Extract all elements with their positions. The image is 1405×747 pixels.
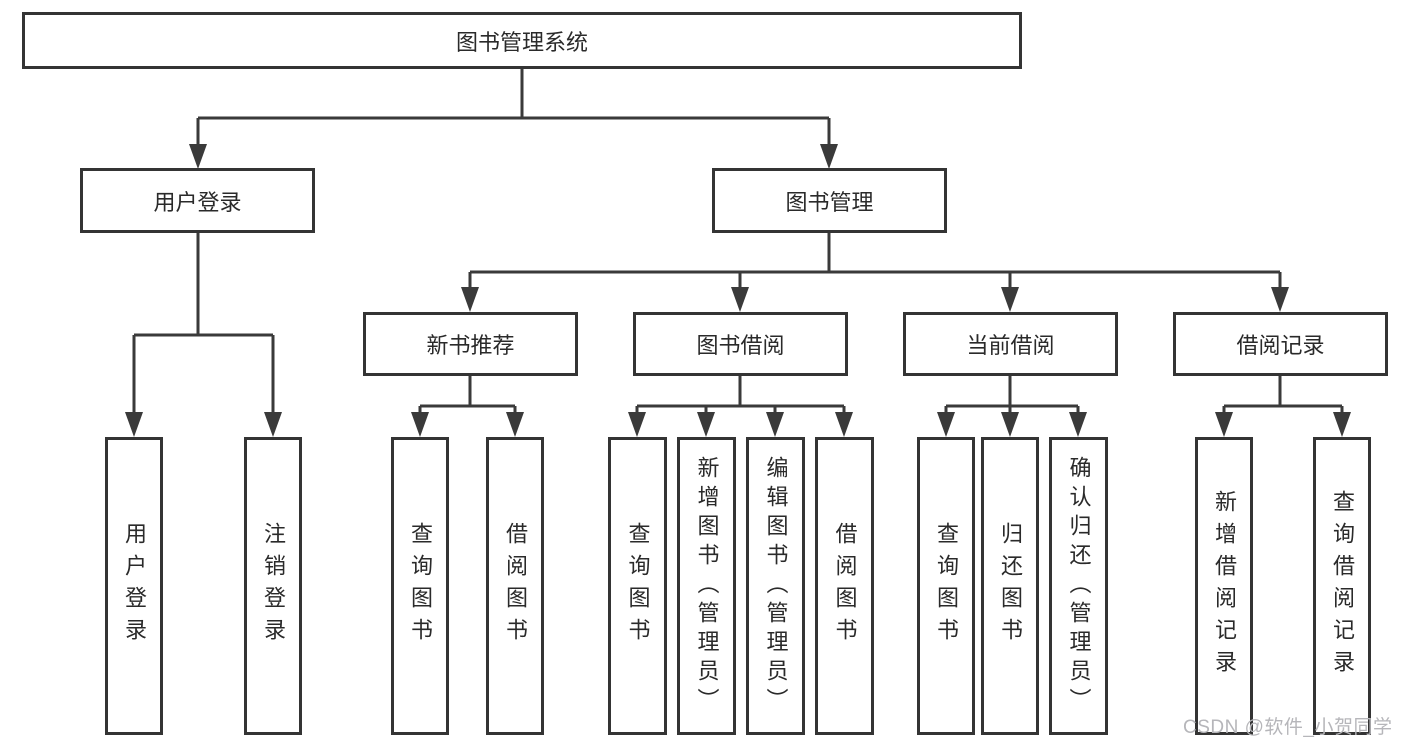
- leaf-label: 借阅图书: [503, 522, 528, 650]
- arrowheads: [125, 144, 1351, 437]
- node-leaf-query-books-2: 查询图书: [608, 437, 667, 735]
- leaf-label: 查询借阅记录: [1330, 490, 1355, 682]
- node-root: 图书管理系统: [22, 12, 1022, 69]
- node-leaf-add-borrow-record: 新增借阅记录: [1195, 437, 1253, 735]
- leaf-label: 借阅图书: [832, 522, 858, 650]
- node-current-borrow: 当前借阅: [903, 312, 1118, 376]
- node-leaf-confirm-return-admin: 确认归还（管理员）: [1049, 437, 1108, 735]
- node-leaf-add-book-admin: 新增图书（管理员）: [677, 437, 736, 735]
- node-new-book-recommend: 新书推荐: [363, 312, 578, 376]
- node-user-login: 用户登录: [80, 168, 315, 233]
- leaf-label: 新增图书（管理员）: [694, 455, 720, 717]
- leaf-label: 编辑图书（管理员）: [763, 455, 789, 717]
- node-leaf-logout: 注销登录: [244, 437, 302, 735]
- node-borrow-records: 借阅记录: [1173, 312, 1388, 376]
- node-leaf-user-login: 用户登录: [105, 437, 163, 735]
- leaf-label: 查询图书: [625, 522, 651, 650]
- leaf-label: 注销登录: [261, 522, 286, 650]
- leaf-label: 查询图书: [934, 522, 959, 650]
- node-leaf-query-borrow-record: 查询借阅记录: [1313, 437, 1371, 735]
- node-leaf-borrow-books-2: 借阅图书: [815, 437, 874, 735]
- node-leaf-query-books-1: 查询图书: [391, 437, 449, 735]
- node-leaf-query-books-3: 查询图书: [917, 437, 975, 735]
- leaf-label: 新增借阅记录: [1212, 490, 1237, 682]
- leaf-label: 查询图书: [408, 522, 433, 650]
- node-book-borrow: 图书借阅: [633, 312, 848, 376]
- leaf-label: 归还图书: [998, 522, 1023, 650]
- csdn-watermark: CSDN @软件_小贺同学: [1183, 717, 1393, 738]
- leaf-label: 用户登录: [122, 522, 147, 650]
- leaf-label: 确认归还（管理员）: [1066, 455, 1092, 717]
- connector-lines: [132, 69, 1344, 416]
- node-leaf-return-book: 归还图书: [981, 437, 1039, 735]
- node-book-management: 图书管理: [712, 168, 947, 233]
- node-leaf-edit-book-admin: 编辑图书（管理员）: [746, 437, 805, 735]
- node-leaf-borrow-books-1: 借阅图书: [486, 437, 544, 735]
